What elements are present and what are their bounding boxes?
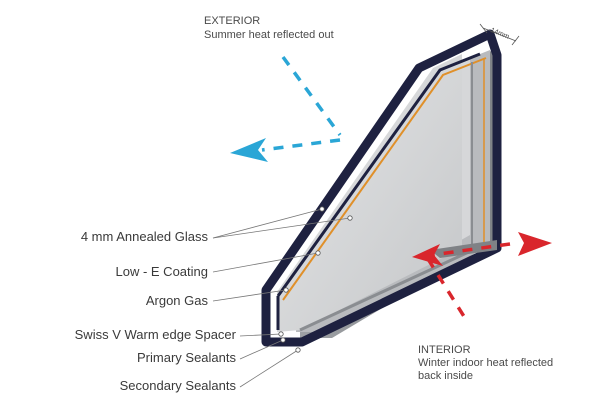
label-secondary-sealants: Secondary Sealants — [119, 378, 236, 393]
exterior-title: EXTERIOR — [204, 15, 261, 27]
dot-spacer — [278, 331, 284, 337]
leader-spacer — [239, 333, 282, 337]
edge-frame — [261, 29, 502, 347]
leader-primary — [239, 339, 284, 360]
interior-arrowhead-right — [518, 232, 552, 256]
label-primary-sealants: Primary Sealants — [137, 350, 236, 365]
leader-glass-b — [212, 217, 351, 239]
exterior-reflected-ray — [261, 138, 341, 152]
leader-lowe — [212, 252, 319, 273]
leader-lines — [212, 208, 351, 388]
interior-caption-line2: back inside — [418, 370, 474, 382]
dot-glass-a — [319, 206, 325, 212]
dot-primary — [280, 337, 286, 343]
interior-heat-arrow — [412, 232, 552, 319]
leader-argon — [212, 289, 287, 302]
label-annealed-glass: 4 mm Annealed Glass — [80, 229, 208, 244]
interior-reflected-ray — [431, 242, 511, 257]
dimension-line — [482, 27, 517, 42]
dot-glass-b — [347, 215, 353, 221]
leader-glass-a — [212, 208, 323, 239]
leader-dots — [278, 206, 353, 353]
exterior-caption: Summer heat reflected out — [204, 29, 334, 41]
interior-title: INTERIOR — [418, 344, 471, 356]
interior-incoming-ray — [426, 258, 467, 319]
exterior-incoming-ray — [281, 55, 342, 137]
label-warm-edge-spacer: Swiss V Warm edge Spacer — [74, 327, 236, 342]
label-low-e-coating: Low - E Coating — [115, 264, 209, 279]
exterior-arrowhead — [230, 138, 268, 162]
dot-argon — [283, 287, 289, 293]
leader-secondary — [239, 349, 299, 388]
outer-glass-pane — [277, 54, 462, 332]
dot-lowe — [315, 250, 321, 256]
label-argon-gas: Argon Gas — [145, 293, 208, 308]
bottom-edge — [299, 242, 487, 332]
dot-secondary — [295, 347, 301, 353]
interior-arrowhead-left — [412, 244, 443, 266]
interior-caption-line1: Winter indoor heat reflected — [418, 357, 554, 369]
exterior-heat-arrow — [230, 55, 342, 162]
